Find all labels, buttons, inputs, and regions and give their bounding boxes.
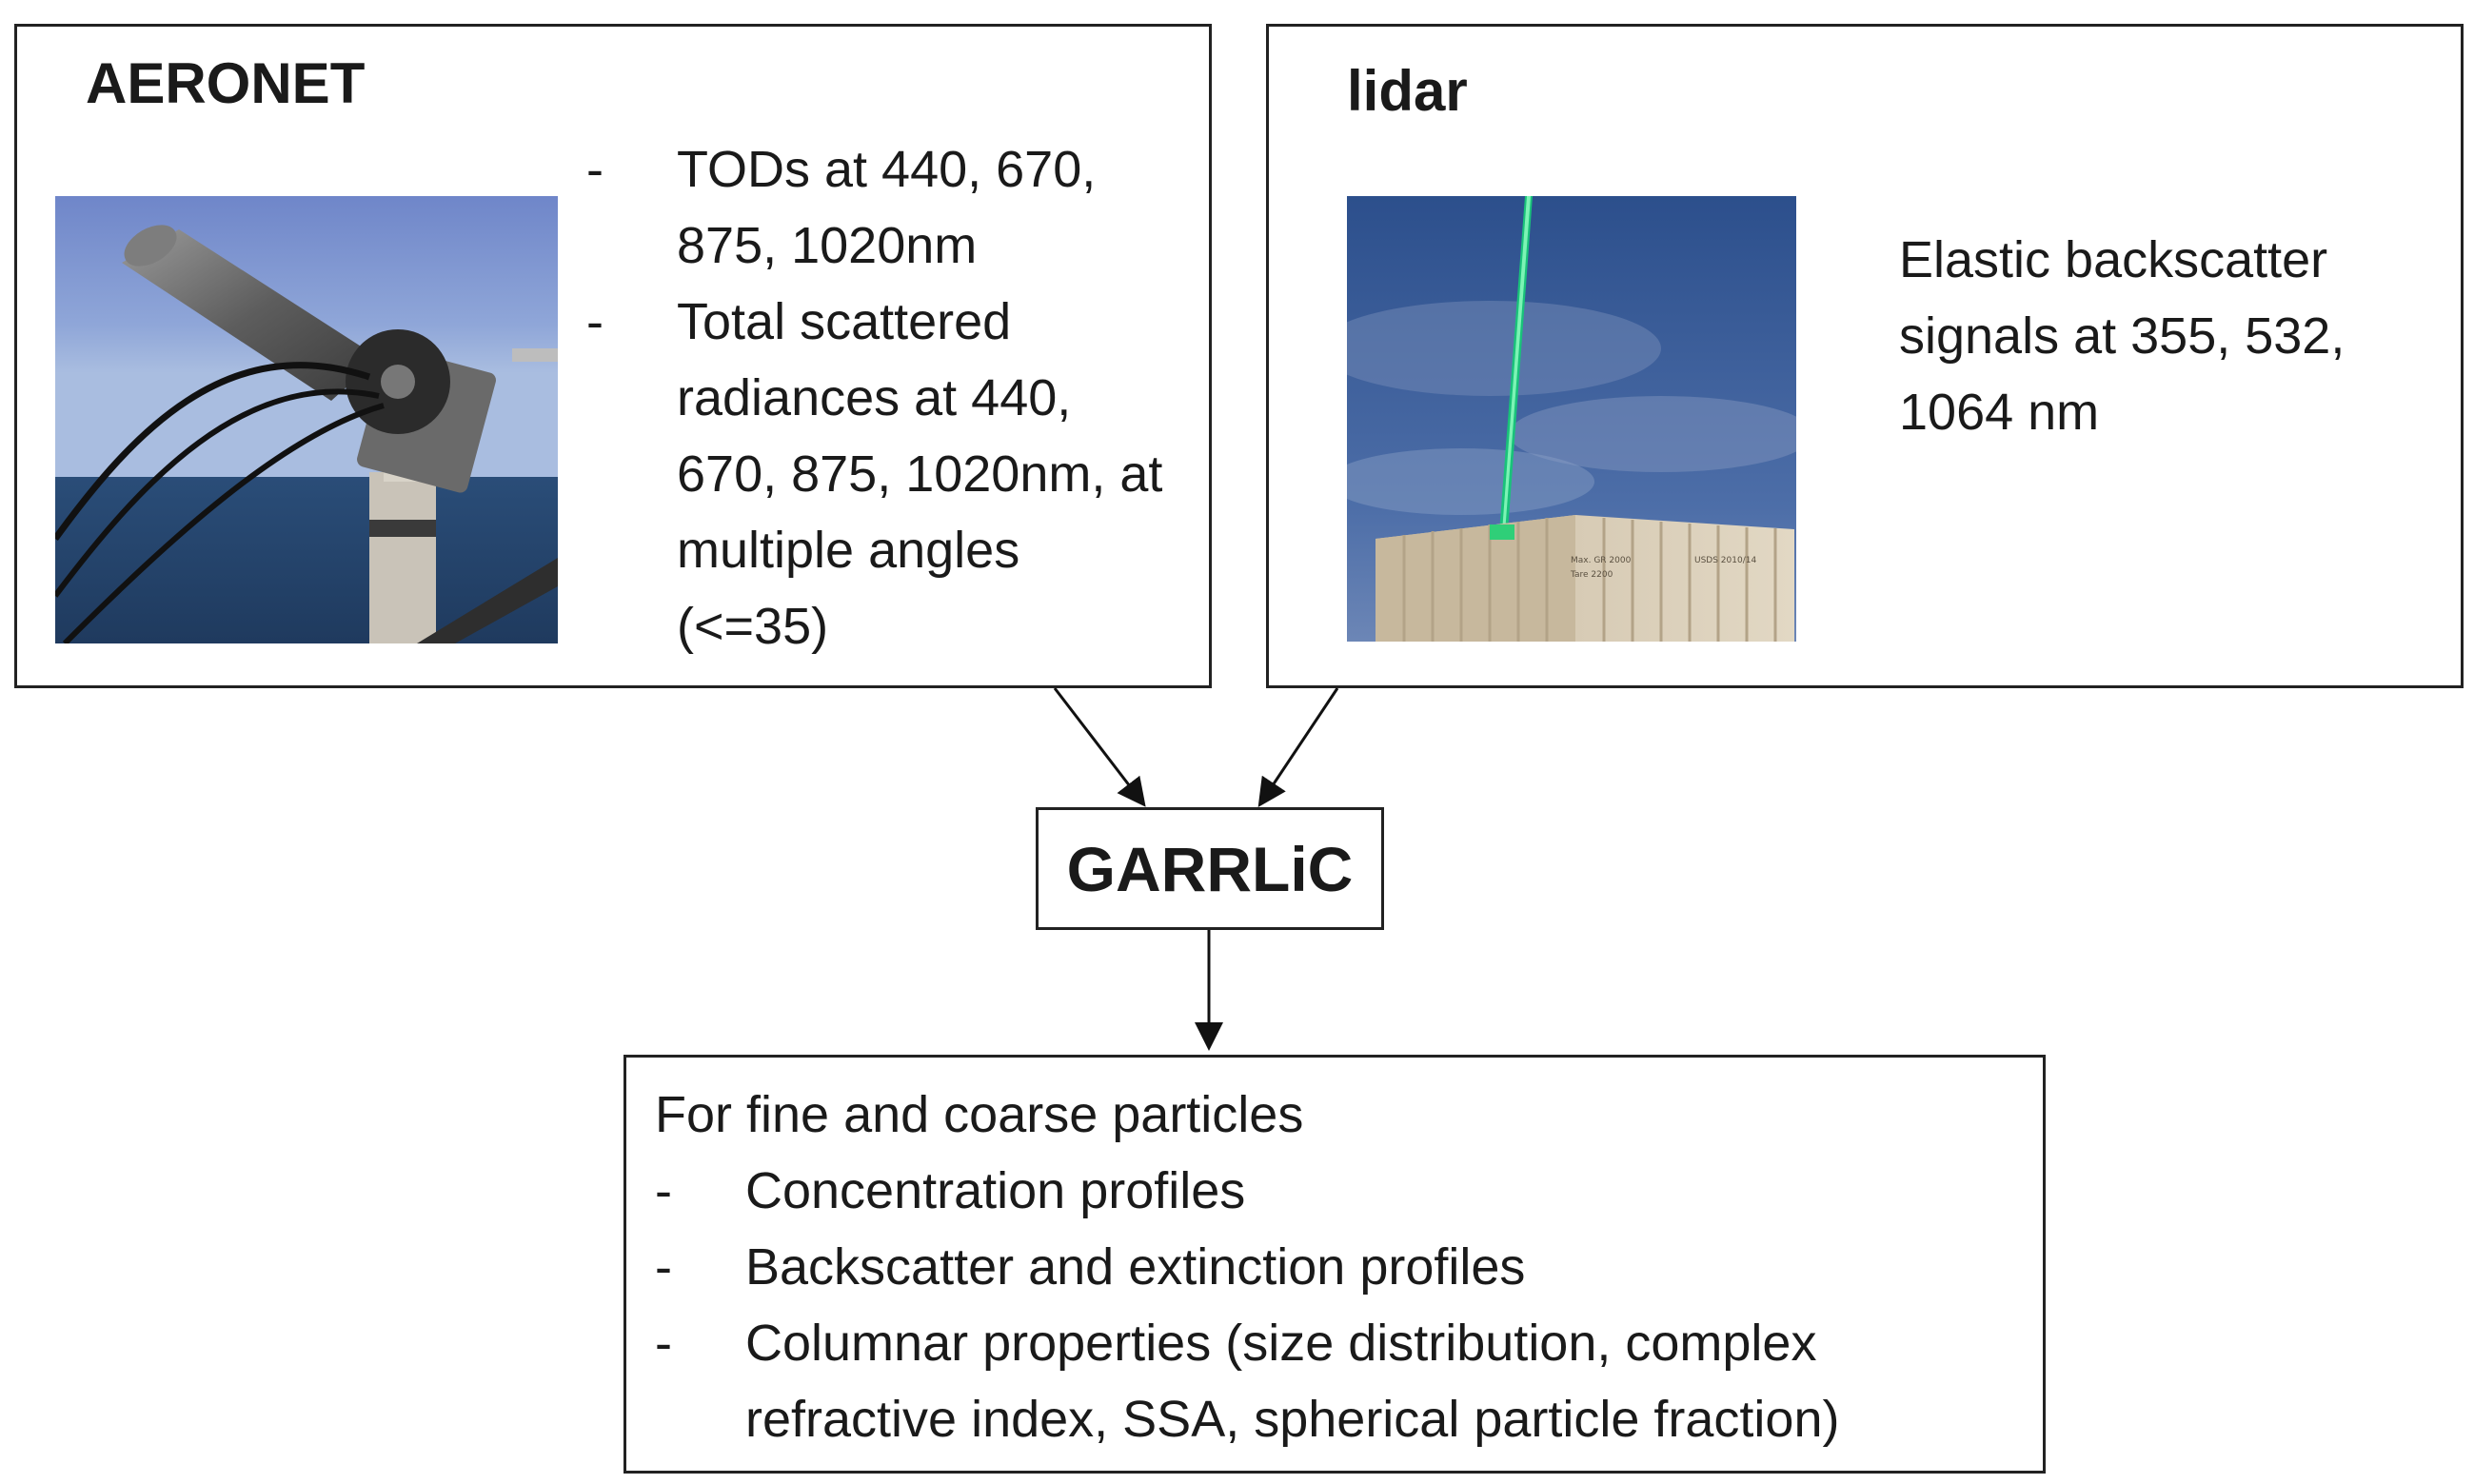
output-bullet-2: Backscatter and extinction profiles bbox=[745, 1238, 1526, 1296]
bullet-dash: - bbox=[655, 1315, 672, 1372]
aeronet-box: AERONET bbox=[14, 24, 1212, 688]
list-item: - Backscatter and extinction profiles bbox=[655, 1229, 2016, 1305]
list-item: - Total scattered radiances at 440, 670,… bbox=[586, 284, 1177, 664]
output-bullet-list: - Concentration profiles - Backscatter a… bbox=[655, 1153, 2016, 1457]
garrlic-label: GARRLiC bbox=[1066, 833, 1354, 904]
bullet-dash: - bbox=[655, 1238, 672, 1296]
sun-photometer-photo-icon bbox=[55, 196, 558, 643]
container-text-3: USDS 2010/14 bbox=[1694, 556, 1756, 565]
output-bullet-3: Columnar properties (size distribution, … bbox=[745, 1315, 1840, 1448]
list-item: - TODs at 440, 670, 875, 1020nm bbox=[586, 131, 1177, 284]
arrow-lidar-to-garrlic bbox=[1257, 687, 1339, 807]
lidar-title: lidar bbox=[1347, 59, 1468, 123]
aeronet-bullet-list: - TODs at 440, 670, 875, 1020nm - Total … bbox=[586, 131, 1177, 664]
bullet-dash: - bbox=[586, 293, 604, 350]
lidar-beam-container-photo-icon: Max. GR 2000 Tare 2200 USDS 2010/14 bbox=[1347, 196, 1796, 642]
container-text-1: Max. GR 2000 bbox=[1571, 556, 1632, 565]
bullet-dash: - bbox=[586, 141, 604, 198]
output-box: For fine and coarse particles - Concentr… bbox=[623, 1055, 2046, 1474]
bullet-dash: - bbox=[655, 1162, 672, 1219]
aeronet-title: AERONET bbox=[86, 51, 366, 115]
list-item: - Columnar properties (size distribution… bbox=[655, 1305, 2016, 1457]
lidar-description: Elastic backscatter signals at 355, 532,… bbox=[1899, 231, 2345, 441]
aeronet-bullet-1: TODs at 440, 670, 875, 1020nm bbox=[677, 141, 1097, 274]
output-heading: For fine and coarse particles bbox=[655, 1086, 1304, 1143]
list-item: - Concentration profiles bbox=[655, 1153, 2016, 1229]
container-text-2: Tare 2200 bbox=[1570, 570, 1613, 580]
lidar-box: lidar bbox=[1266, 24, 2464, 688]
aeronet-bullet-2: Total scattered radiances at 440, 670, 8… bbox=[677, 293, 1163, 655]
output-bullet-1: Concentration profiles bbox=[745, 1162, 1246, 1219]
garrlic-box: GARRLiC bbox=[1036, 807, 1384, 930]
arrow-aeronet-to-garrlic bbox=[1053, 687, 1146, 807]
